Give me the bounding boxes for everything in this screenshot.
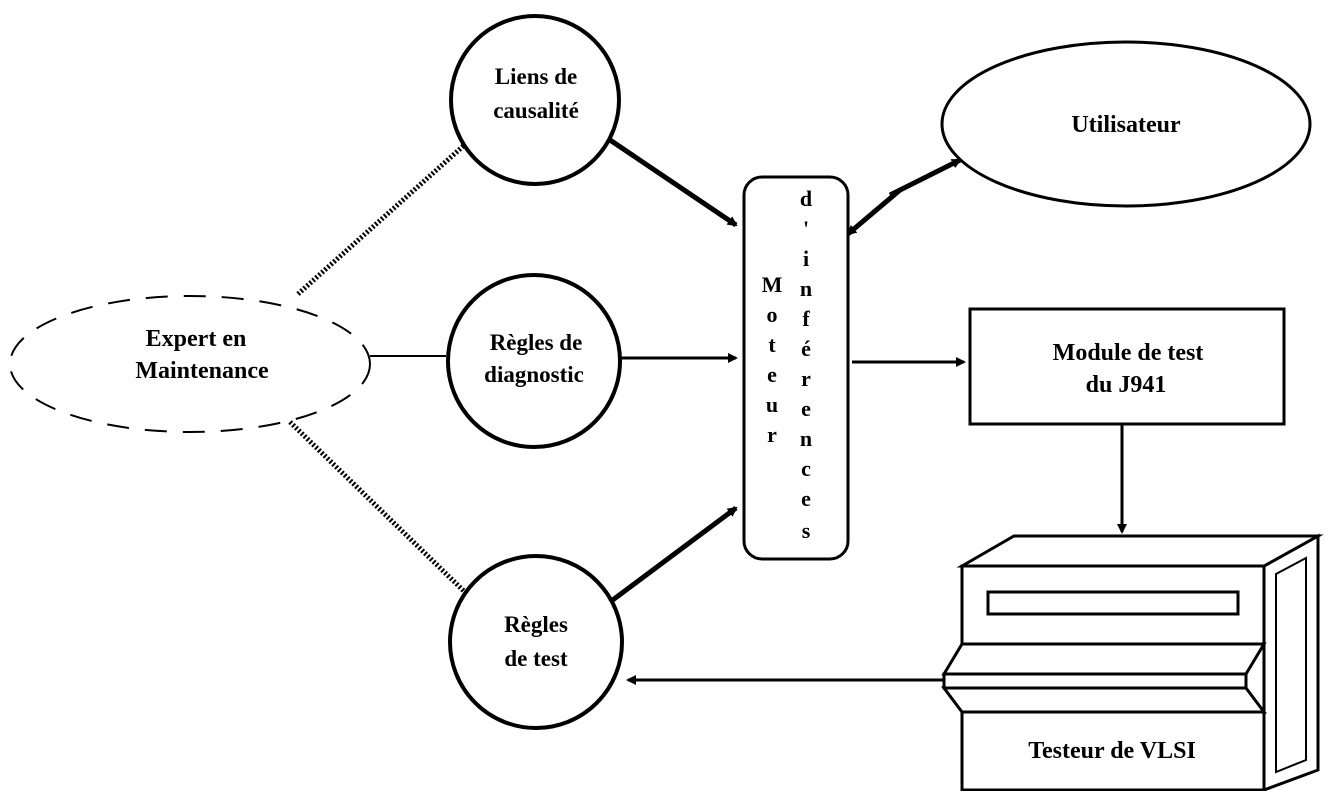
expert-node: Expert en Maintenance bbox=[9, 295, 371, 433]
moteur-letter: M bbox=[762, 272, 783, 297]
module-label-line1: Module de test bbox=[1053, 340, 1204, 366]
expert-label-line2: Maintenance bbox=[135, 358, 269, 384]
regles-diag-label-line2: diagnostic bbox=[484, 362, 584, 387]
utilisateur-node: Utilisateur bbox=[940, 40, 1312, 208]
moteur-letter: f bbox=[802, 306, 810, 331]
machine-shelf-top bbox=[941, 642, 1267, 676]
liens-label-line1: Liens de bbox=[495, 64, 577, 89]
testeur-label: Testeur de VLSI bbox=[1028, 738, 1196, 764]
machine-top bbox=[956, 534, 1324, 568]
moteur-letter: e bbox=[801, 486, 811, 511]
regles-diag-node: Règles de diagnostic bbox=[446, 273, 622, 449]
machine-shelf-bottom bbox=[941, 686, 1267, 714]
utilisateur-label: Utilisateur bbox=[1071, 112, 1181, 138]
moteur-letter: c bbox=[801, 456, 811, 481]
moteur-letter: e bbox=[801, 396, 811, 421]
regles-test-label-line2: de test bbox=[504, 646, 568, 671]
moteur-letter: e bbox=[767, 362, 777, 387]
module-label-line2: du J941 bbox=[1086, 372, 1167, 398]
moteur-letter: n bbox=[800, 426, 812, 451]
machine-side-panel bbox=[1262, 533, 1320, 791]
liens-node: Liens de causalité bbox=[449, 14, 621, 186]
liens-label-line2: causalité bbox=[493, 98, 579, 123]
moteur-letter: s bbox=[802, 518, 811, 543]
regles-diag-label-line1: Règles de bbox=[490, 330, 583, 355]
module-node: Module de test du J941 bbox=[968, 307, 1286, 426]
machine-side-inset bbox=[1275, 556, 1307, 774]
moteur-letter: t bbox=[768, 332, 776, 357]
arrow-to-utilisateur bbox=[888, 157, 962, 198]
moteur-letter: r bbox=[801, 366, 811, 391]
regles-test-label-line1: Règles bbox=[504, 612, 568, 637]
moteur-node: M o t e u r d ' i n f é r e n c e s bbox=[742, 175, 850, 561]
moteur-letter: é bbox=[801, 336, 811, 361]
moteur-column-1: M o t e u r bbox=[762, 272, 783, 447]
moteur-letter: i bbox=[803, 246, 809, 271]
arrows bbox=[608, 137, 1127, 685]
moteur-letter: o bbox=[767, 302, 778, 327]
machine-slot bbox=[986, 590, 1240, 616]
machine-shelf-front bbox=[942, 672, 1248, 690]
moteur-letter: r bbox=[767, 422, 777, 447]
arrow-to-moteur-from-user bbox=[846, 188, 902, 236]
arrow-test-to-moteur bbox=[608, 505, 738, 605]
moteur-letter: ' bbox=[803, 216, 809, 241]
arrow-liens-to-moteur bbox=[608, 137, 738, 228]
moteur-column-2: d ' i n f é r e n c e s bbox=[800, 186, 812, 543]
testeur-machine: Testeur de VLSI bbox=[941, 533, 1324, 791]
expert-label-line1: Expert en bbox=[146, 326, 247, 352]
machine-lower-front bbox=[960, 710, 1266, 791]
moteur-letter: u bbox=[766, 392, 778, 417]
moteur-letter: n bbox=[800, 276, 812, 301]
regles-test-node: Règles de test bbox=[448, 554, 624, 730]
expert-connectors bbox=[288, 138, 472, 599]
moteur-letter: d bbox=[800, 186, 812, 211]
